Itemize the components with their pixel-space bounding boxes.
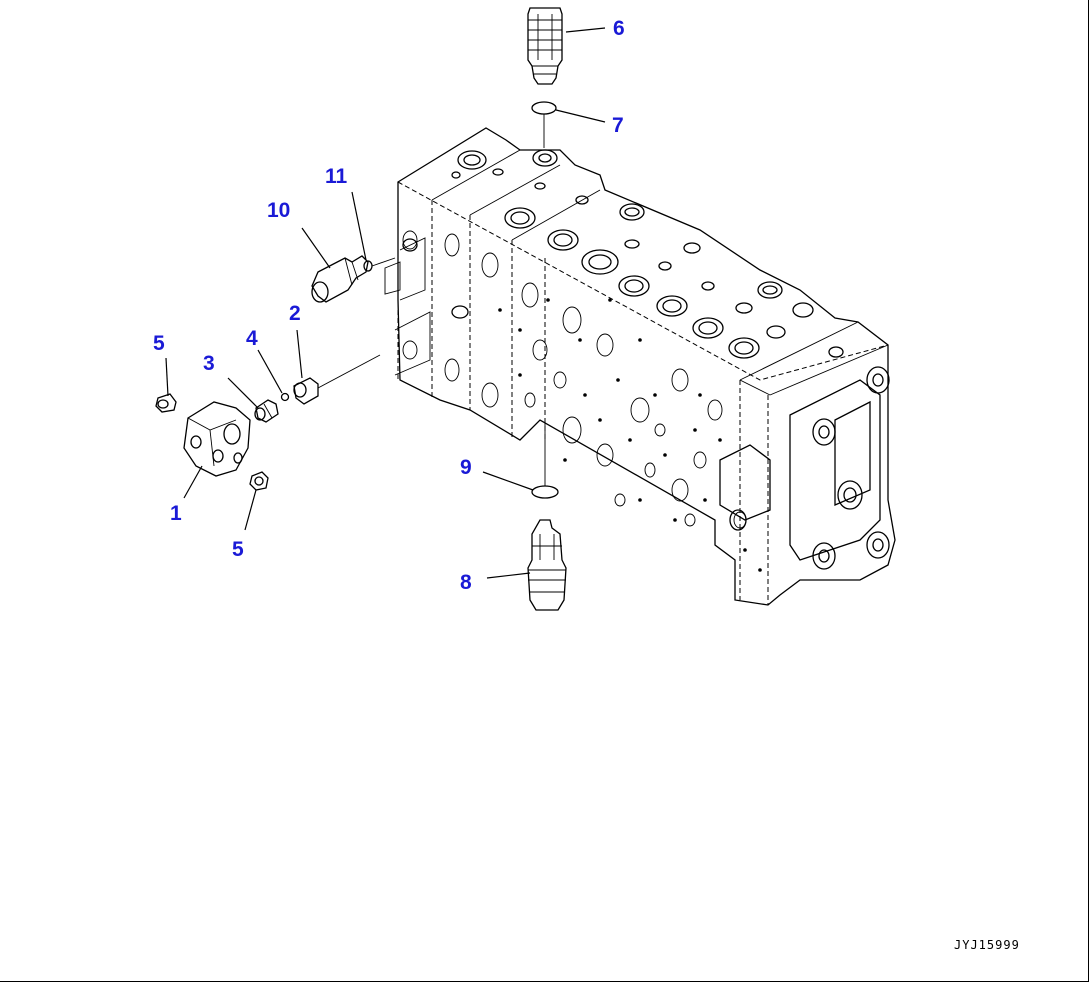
- callout-2: 2: [289, 302, 301, 325]
- callout-1: 1: [170, 502, 182, 525]
- part-11-pin: [363, 257, 396, 272]
- callout-9: 9: [460, 456, 472, 479]
- callout-4: 4: [246, 327, 258, 350]
- part-2-plug: [293, 354, 381, 405]
- callout-6: 6: [613, 17, 625, 40]
- part-9-o-ring: [531, 485, 559, 499]
- callout-5-lower: 5: [232, 538, 244, 561]
- callout-3: 3: [203, 352, 215, 375]
- callout-5-upper: 5: [153, 332, 165, 355]
- drawing-code: JYJ15999: [954, 938, 1020, 952]
- part-4-ball: [280, 392, 290, 402]
- part-5-bolt-upper: [155, 393, 177, 413]
- part-10-plug: [311, 255, 369, 303]
- callout-8: 8: [460, 571, 472, 594]
- callout-10: 10: [267, 199, 290, 222]
- leader-lines: [165, 27, 606, 579]
- part-8-valve: [527, 519, 567, 611]
- control-valve-body: [384, 127, 896, 606]
- callout-11: 11: [325, 165, 348, 188]
- part-5-bolt-lower: [249, 471, 269, 491]
- part-7-o-ring: [531, 101, 557, 115]
- callout-7: 7: [612, 114, 624, 137]
- part-6-relief-valve: [527, 7, 563, 85]
- callout-labels: 6 7 11 10 2 4 3 5 1 5 9 8: [153, 17, 625, 594]
- part-3-spring: [254, 399, 279, 423]
- part-1-block: [183, 401, 251, 477]
